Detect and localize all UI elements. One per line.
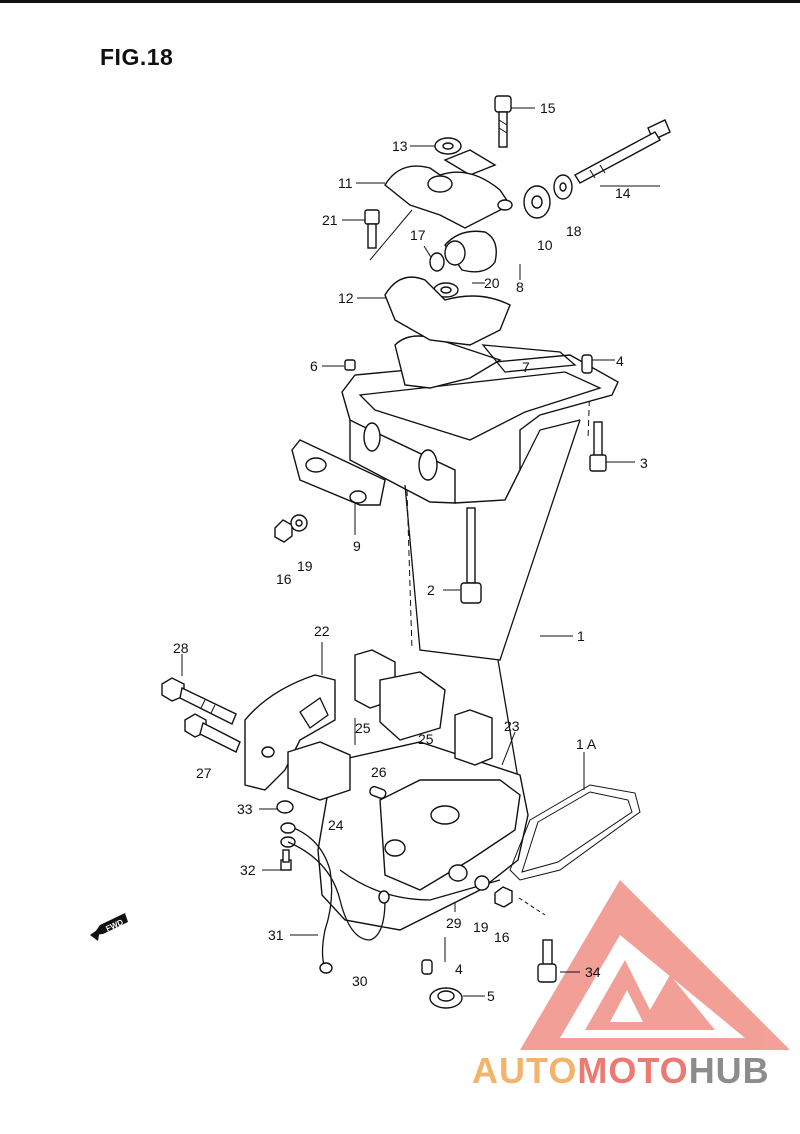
callout-31: 31 [268,927,284,943]
upper-mount-parts [274,95,671,604]
callout-19-upper: 19 [297,558,313,574]
callout-19-lower: 19 [473,919,489,935]
callout-20: 20 [484,275,500,291]
callout-27: 27 [196,765,212,781]
callout-26: 26 [371,764,387,780]
callout-15: 15 [540,100,556,116]
callout-1a: 1 A [576,736,597,752]
callout-8: 8 [516,279,524,295]
callout-16-upper: 16 [276,571,292,587]
callout-10: 10 [537,237,553,253]
callout-23: 23 [504,718,520,734]
callout-7: 7 [522,359,530,375]
callout-28: 28 [173,640,189,656]
callout-33: 33 [237,801,253,817]
callout-24: 24 [328,817,344,833]
fwd-label: FWD [104,917,125,933]
drive-shaft-housing [317,335,619,931]
callout-14: 14 [615,185,631,201]
figure-title: FIG.18 [100,44,174,70]
callout-9: 9 [353,538,361,554]
callout-4-lower: 4 [455,961,463,977]
watermark-auto: AUTO [472,1050,578,1091]
top-border [0,0,800,3]
callout-25-left: 25 [355,720,371,736]
callout-6: 6 [310,358,318,374]
lower-mount-parts [161,649,557,1009]
callout-34: 34 [585,964,601,980]
watermark-moto: MOTO [577,1050,689,1091]
callout-18: 18 [566,223,582,239]
callout-30: 30 [352,973,368,989]
callout-11: 11 [338,175,353,191]
fwd-arrow-icon: FWD [90,913,128,941]
callout-12: 12 [338,290,354,306]
callout-32: 32 [240,862,256,878]
callout-13: 13 [392,138,408,154]
callout-4-upper: 4 [616,353,624,369]
callout-22: 22 [314,623,330,639]
gasket-1a [509,784,641,881]
callout-25-right: 25 [418,731,434,747]
triangle-m-logo-icon [520,880,790,1050]
callout-29: 29 [446,915,462,931]
callout-17: 17 [410,227,426,243]
callout-5: 5 [487,988,495,1004]
callout-labels: 15 14 13 11 21 17 10 18 8 12 20 6 7 4 3 … [173,100,648,1004]
callout-1: 1 [577,628,585,644]
callout-21: 21 [322,212,338,228]
watermark-hub: HUB [688,1050,770,1091]
watermark-brand: AUTOMOTOHUB [472,1050,770,1092]
callout-2: 2 [427,582,435,598]
callout-3: 3 [640,455,648,471]
callout-16-lower: 16 [494,929,510,945]
